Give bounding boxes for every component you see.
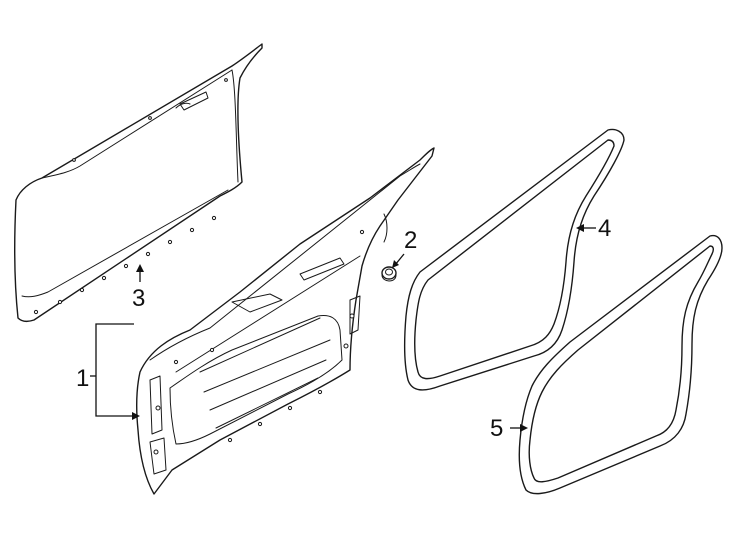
callout-3: 3 [132, 285, 145, 312]
door-outer-panel [14, 43, 263, 323]
panel-holes [33, 78, 228, 315]
callout-4: 4 [598, 215, 611, 242]
arrowhead-3 [136, 264, 144, 272]
arrowhead-1 [132, 412, 140, 420]
frame-holes [153, 229, 365, 455]
arrowhead-4 [576, 224, 584, 232]
callout-5: 5 [490, 415, 503, 442]
body-weatherstrip [403, 128, 625, 391]
arrowhead-5 [520, 424, 528, 432]
callout-2: 2 [404, 227, 417, 254]
door-shell-frame [135, 147, 435, 495]
callout-leaders [90, 224, 596, 432]
callout-1: 1 [76, 365, 89, 392]
door-weatherstrip [518, 234, 723, 495]
arrowhead-2 [392, 260, 399, 268]
leader-1 [95, 323, 136, 417]
door-clip [381, 266, 397, 282]
